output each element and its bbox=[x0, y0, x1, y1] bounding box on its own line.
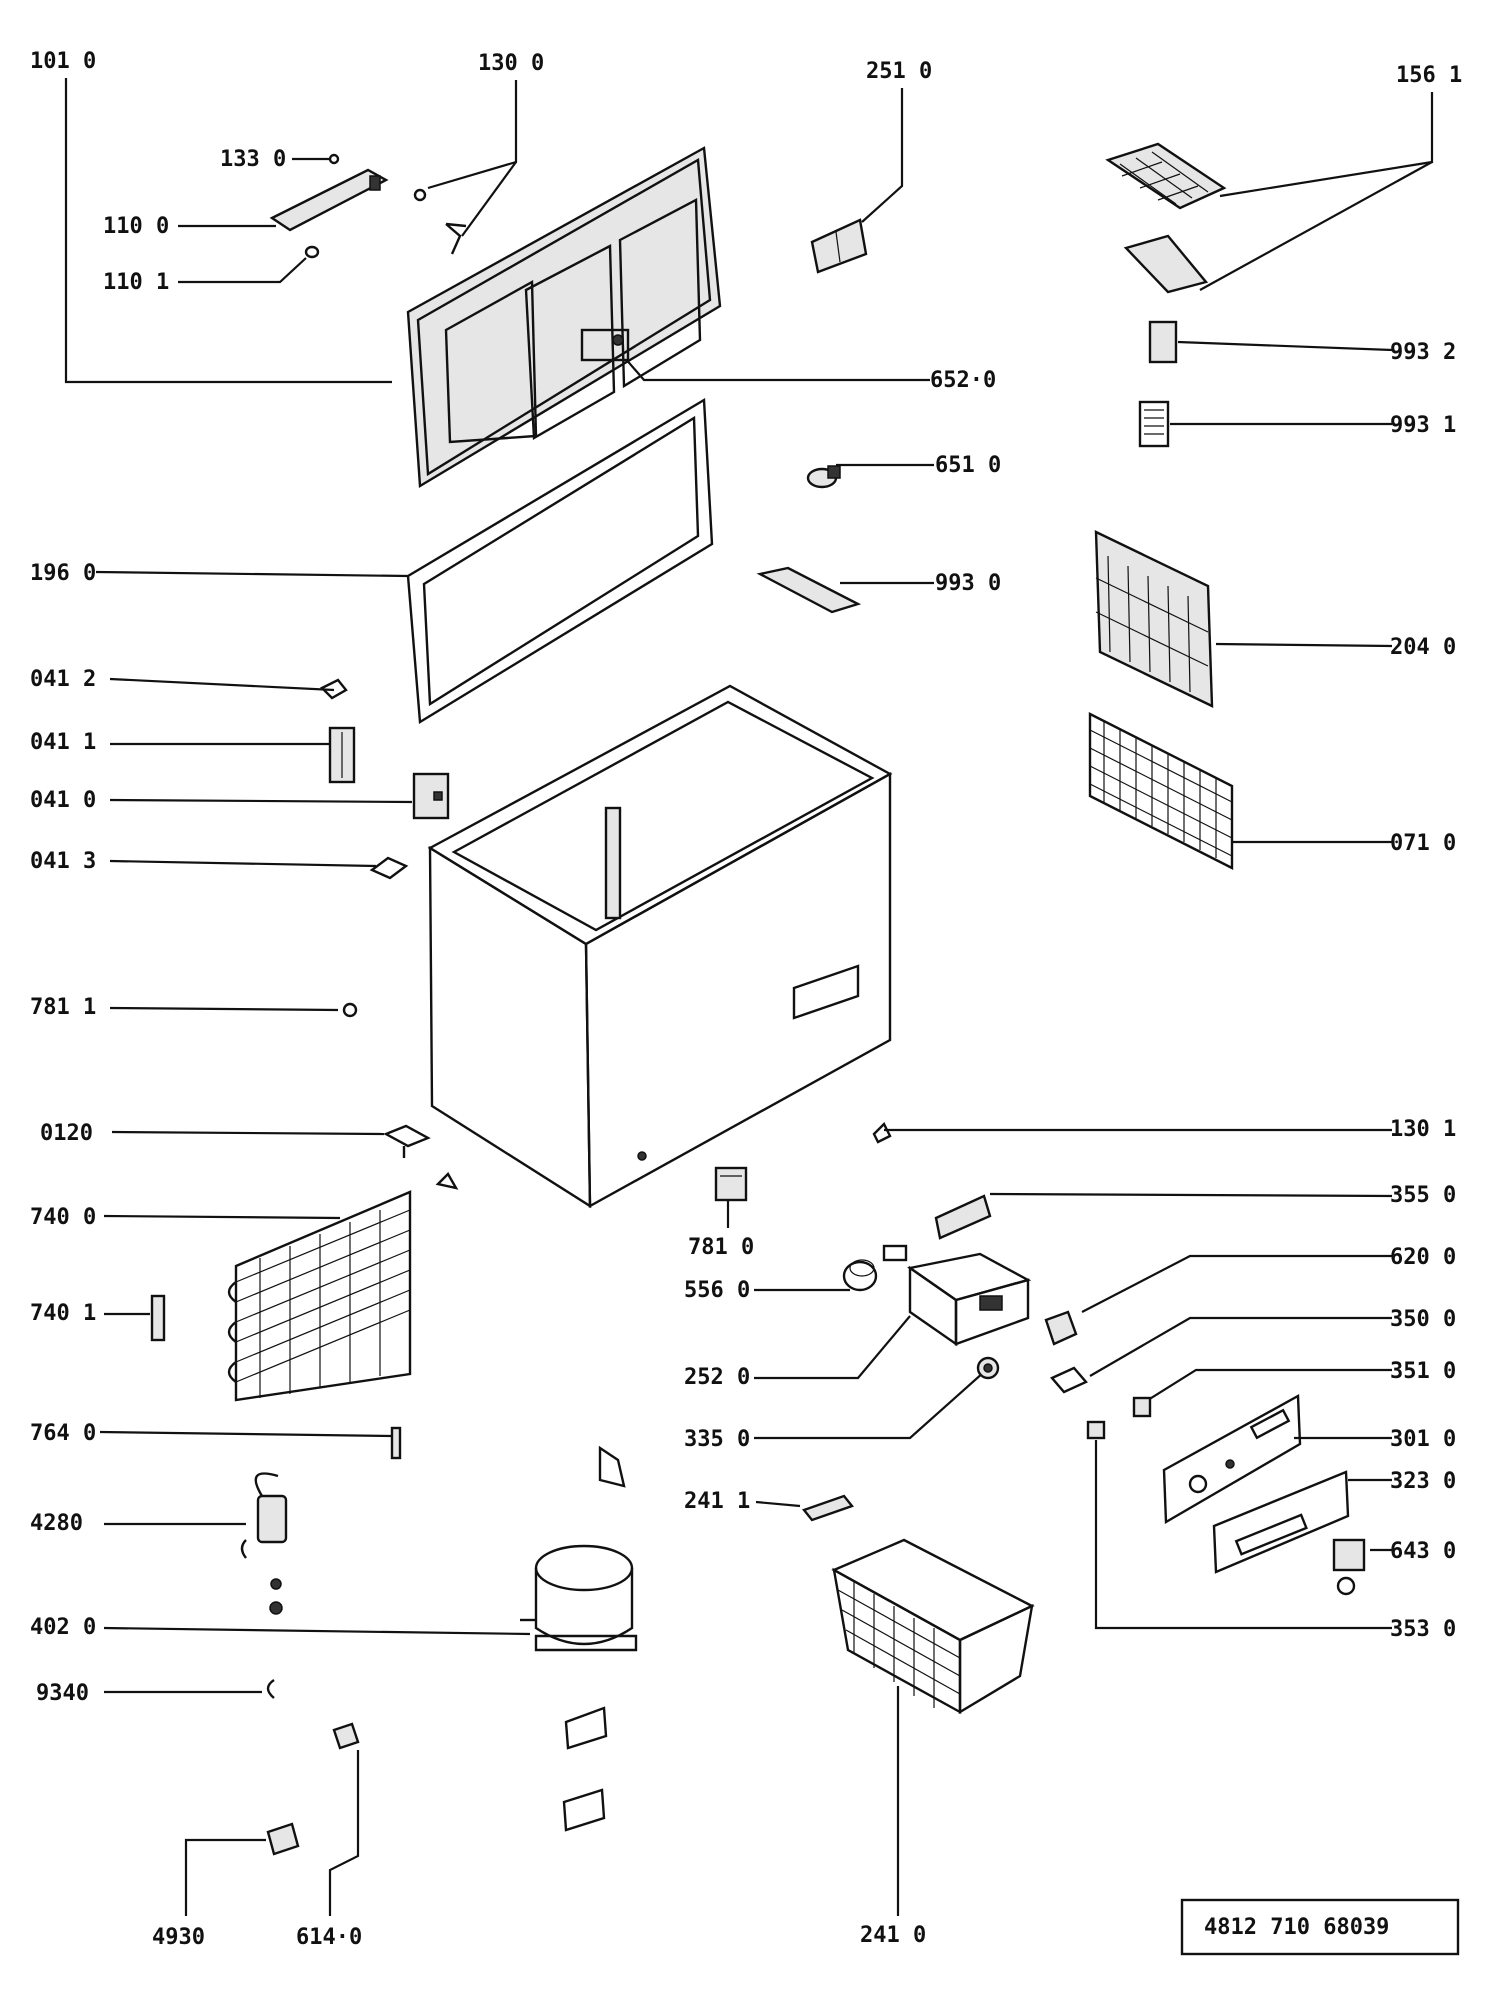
hinge-screws bbox=[413, 188, 467, 255]
label-335-0: 335 0 bbox=[684, 1427, 750, 1452]
label-130-1: 130 1 bbox=[1390, 1117, 1456, 1142]
label-9340: 9340 bbox=[36, 1681, 89, 1706]
label-402-0: 402 0 bbox=[30, 1615, 96, 1640]
bracket-041-1 bbox=[328, 726, 356, 784]
label-071-0: 071 0 bbox=[1390, 831, 1456, 856]
control-panel-301-0 bbox=[1162, 1394, 1302, 1525]
label-110-1: 110 1 bbox=[103, 270, 169, 295]
label-4280: 4280 bbox=[30, 1511, 83, 1536]
part-4930 bbox=[266, 1822, 300, 1856]
knob-335-0 bbox=[976, 1356, 1000, 1380]
control-box-252-0 bbox=[907, 1252, 1032, 1347]
bracket-041-3 bbox=[369, 856, 409, 880]
label-251-0: 251 0 bbox=[866, 59, 932, 84]
condenser-740-0 bbox=[227, 1190, 412, 1402]
label-156-1: 156 1 bbox=[1396, 63, 1462, 88]
label-993-1: 993 1 bbox=[1390, 413, 1456, 438]
label-351-0: 351 0 bbox=[1390, 1359, 1456, 1384]
bracket-041-2 bbox=[319, 678, 348, 700]
clip-740-1 bbox=[150, 1294, 166, 1342]
label-041-3: 041 3 bbox=[30, 849, 96, 874]
thermostat-620-0 bbox=[1044, 1310, 1078, 1346]
label-041-0: 041 0 bbox=[30, 788, 96, 813]
label-041-2: 041 2 bbox=[30, 667, 96, 692]
screw-130-1 bbox=[872, 1121, 892, 1144]
mesh-071-0 bbox=[1088, 712, 1234, 870]
label-993-0: 993 0 bbox=[935, 571, 1001, 596]
relay-556-0 bbox=[842, 1244, 908, 1292]
label-241-1: 241 1 bbox=[684, 1489, 750, 1514]
part-764-0 bbox=[390, 1426, 402, 1460]
label-4930: 4930 bbox=[152, 1925, 205, 1950]
basket-241-0 bbox=[831, 1538, 1035, 1715]
label-781-0: 781 0 bbox=[688, 1235, 754, 1260]
part-0120 bbox=[383, 1124, 459, 1190]
leader-lines bbox=[64, 78, 1434, 1916]
label-556-0: 556 0 bbox=[684, 1278, 750, 1303]
bracket-781-0 bbox=[714, 1166, 748, 1202]
lid-assembly bbox=[406, 146, 722, 489]
part-351-0 bbox=[1132, 1396, 1152, 1418]
part-353-0 bbox=[1086, 1420, 1106, 1440]
part-614-0 bbox=[332, 1722, 360, 1750]
part-labels: 101 0 130 0 251 0 156 1 133 0 110 0 110 … bbox=[30, 49, 1462, 1950]
switch-350-0 bbox=[1050, 1366, 1088, 1394]
label-614-0: 614·0 bbox=[296, 1925, 362, 1950]
label-0120: 0120 bbox=[40, 1121, 93, 1146]
label-355-0: 355 0 bbox=[1390, 1183, 1456, 1208]
label-643-0: 643 0 bbox=[1390, 1539, 1456, 1564]
label-196-0: 196 0 bbox=[30, 561, 96, 586]
panel-323-0 bbox=[1212, 1470, 1350, 1574]
label-353-0: 353 0 bbox=[1390, 1617, 1456, 1642]
grille-204-0 bbox=[1094, 530, 1214, 708]
label-204-0: 204 0 bbox=[1390, 635, 1456, 660]
drawing-number-box: 4812 710 68039 bbox=[1180, 1898, 1460, 1956]
clip-9340 bbox=[266, 1679, 275, 1699]
door-gasket bbox=[406, 397, 714, 725]
label-241-0: 241 0 bbox=[860, 1923, 926, 1948]
label-301-0: 301 0 bbox=[1390, 1427, 1456, 1452]
part-993-2 bbox=[1148, 320, 1178, 364]
part-251-0 bbox=[810, 218, 868, 274]
label-993-2: 993 2 bbox=[1390, 340, 1456, 365]
ice-tray bbox=[1105, 142, 1227, 294]
freezer-cabinet bbox=[342, 684, 893, 1209]
label-740-1: 740 1 bbox=[30, 1301, 96, 1326]
part-993-0 bbox=[756, 566, 862, 614]
damper-part bbox=[598, 1445, 626, 1488]
label-101-0: 101 0 bbox=[30, 49, 96, 74]
compressor-402-0 bbox=[520, 1544, 638, 1652]
label-110-0: 110 0 bbox=[103, 214, 169, 239]
part-355-0 bbox=[934, 1194, 992, 1240]
label-764-0: 764 0 bbox=[30, 1421, 96, 1446]
label-323-0: 323 0 bbox=[1390, 1469, 1456, 1494]
compressor-mounts bbox=[562, 1706, 608, 1832]
lid-handle bbox=[269, 153, 389, 259]
label-620-0: 620 0 bbox=[1390, 1245, 1456, 1270]
capacitor-4280 bbox=[240, 1472, 288, 1615]
label-350-0: 350 0 bbox=[1390, 1307, 1456, 1332]
drawing-number: 4812 710 68039 bbox=[1204, 1915, 1389, 1940]
bracket-041-0 bbox=[412, 772, 450, 820]
part-993-1 bbox=[1138, 400, 1170, 448]
label-652-0: 652·0 bbox=[930, 368, 996, 393]
label-252-0: 252 0 bbox=[684, 1365, 750, 1390]
label-133-0: 133 0 bbox=[220, 147, 286, 172]
label-740-0: 740 0 bbox=[30, 1205, 96, 1230]
label-781-1: 781 1 bbox=[30, 995, 96, 1020]
label-041-1: 041 1 bbox=[30, 730, 96, 755]
label-651-0: 651 0 bbox=[935, 453, 1001, 478]
lamp-holder bbox=[806, 465, 841, 489]
sensor-643-0 bbox=[1332, 1538, 1366, 1596]
divider-241-1 bbox=[802, 1494, 854, 1522]
label-130-0: 130 0 bbox=[478, 51, 544, 76]
